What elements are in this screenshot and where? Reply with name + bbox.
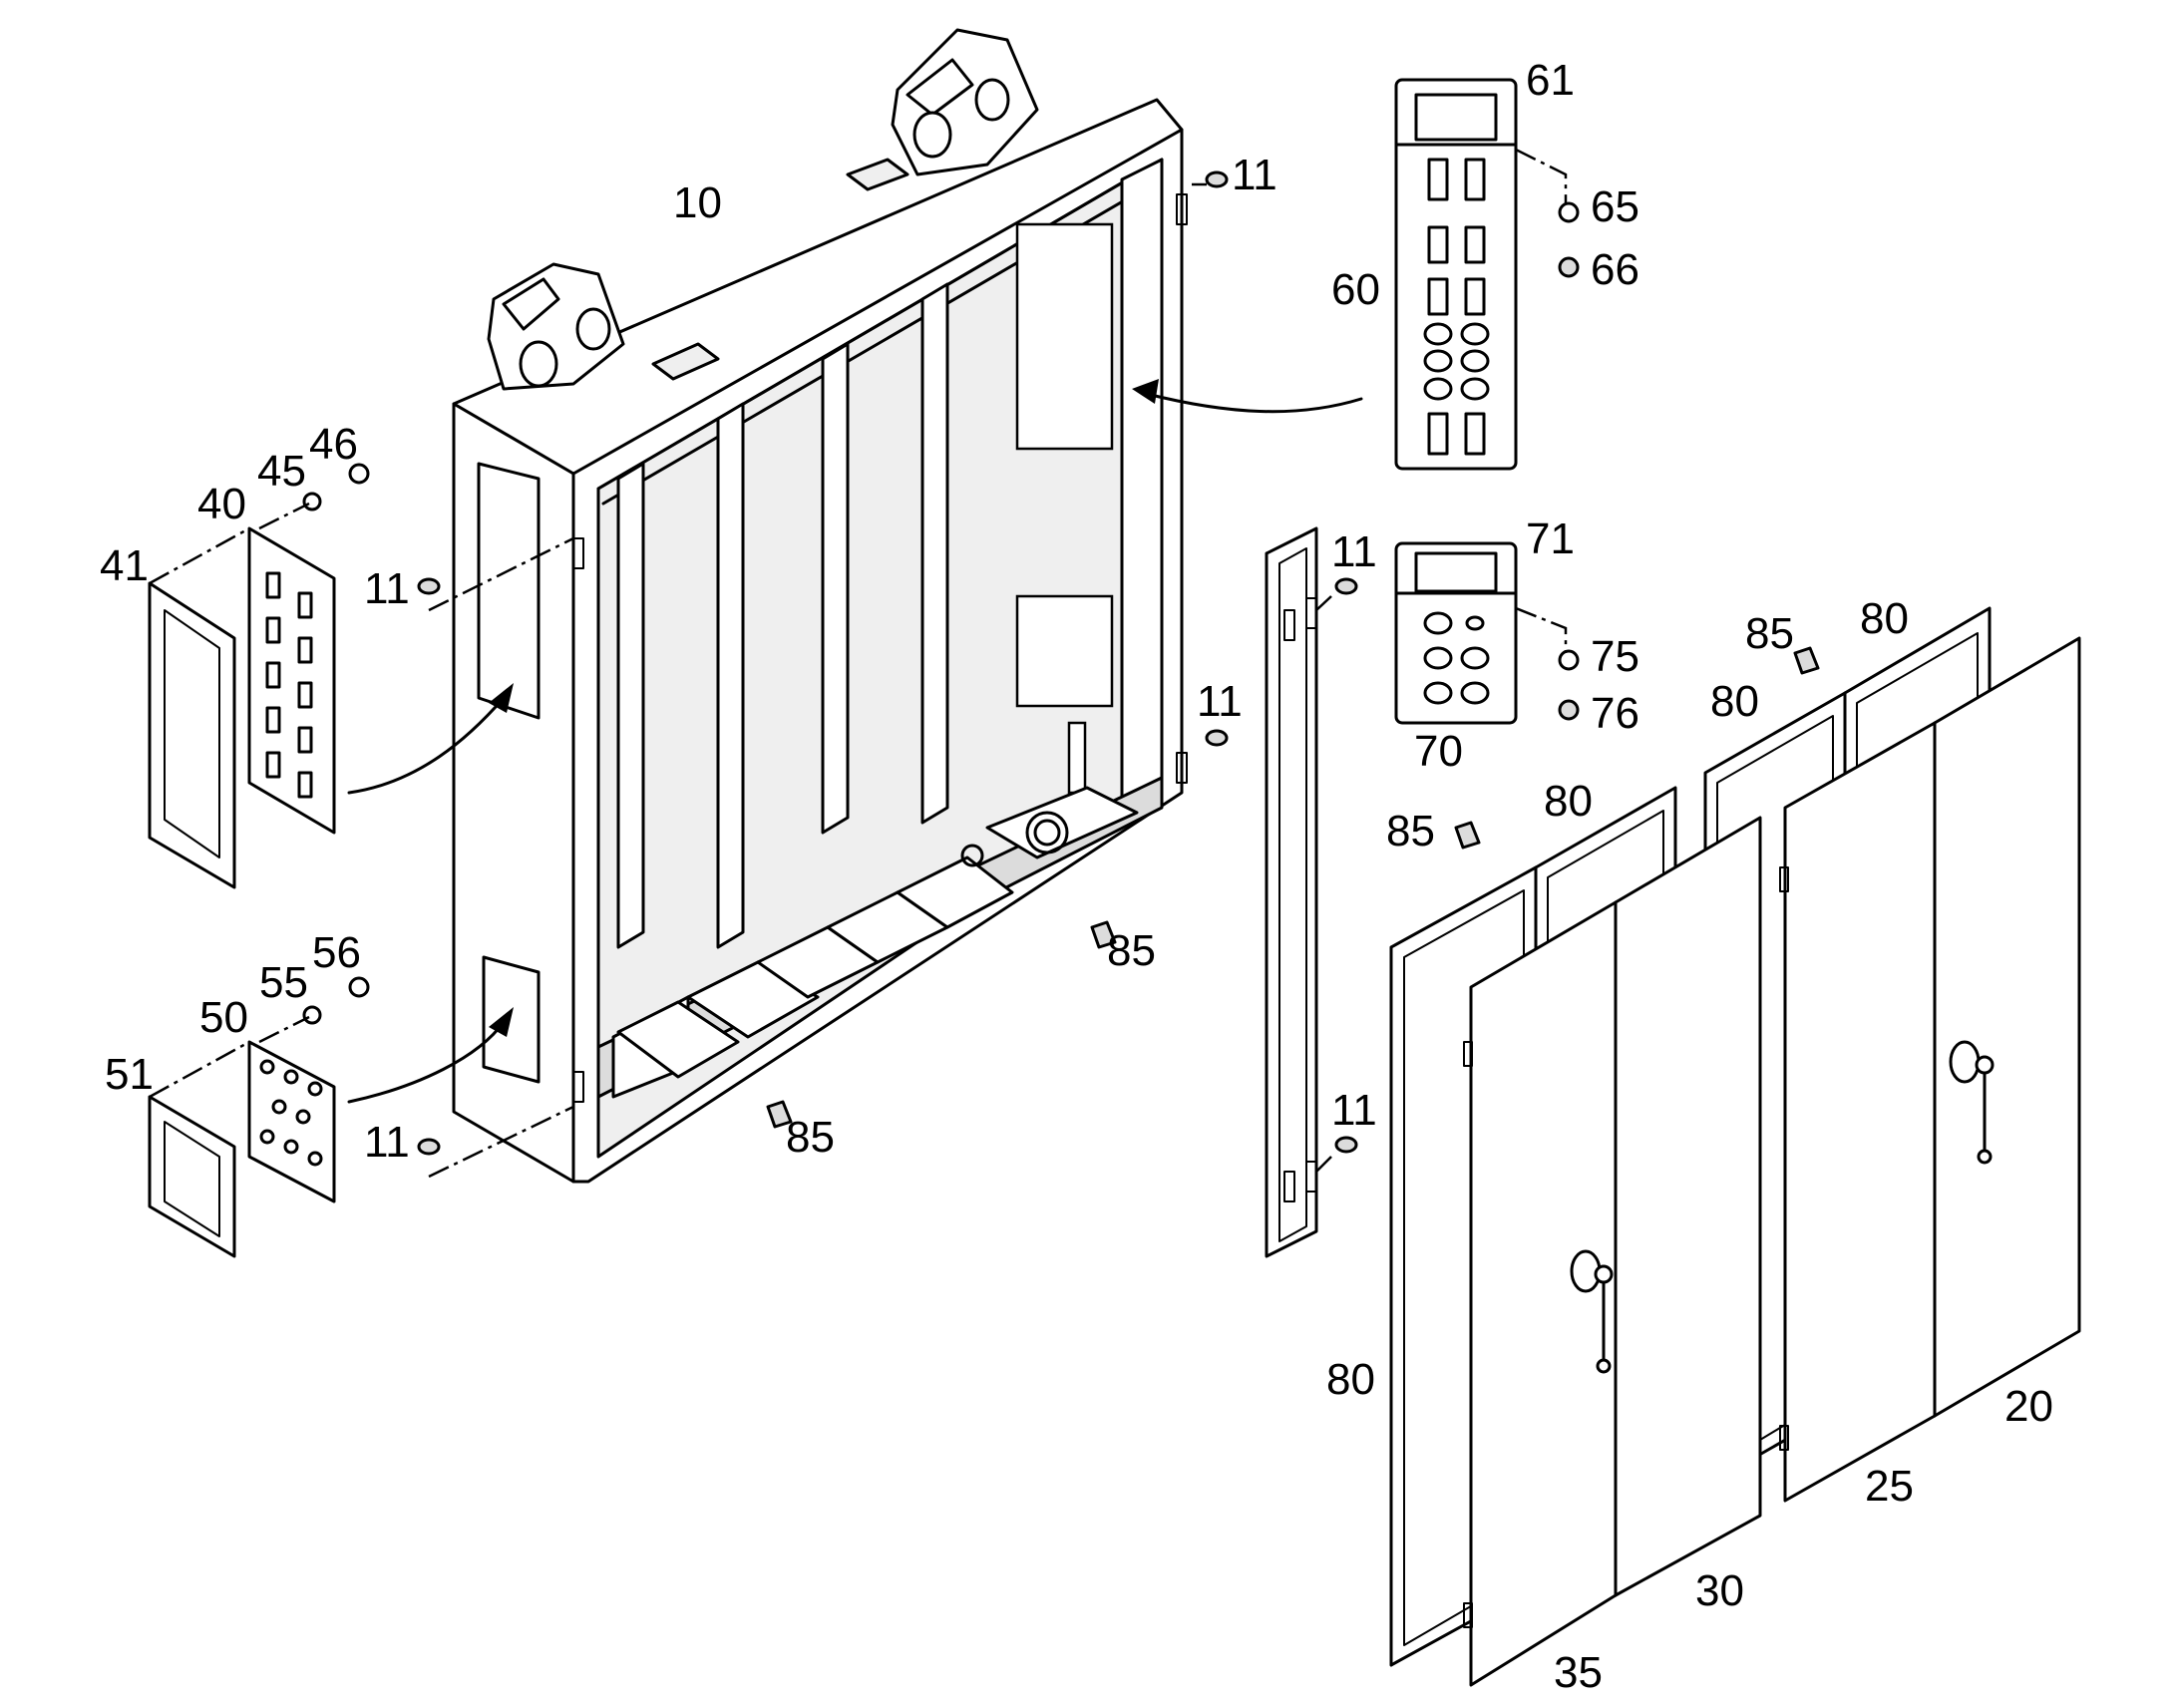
side-post	[1265, 526, 1318, 1258]
connector-panel-60	[1394, 78, 1518, 471]
clip-85	[766, 646, 1820, 1129]
callout-66: 66	[1591, 245, 1639, 294]
callout-11-post-top: 11	[1331, 527, 1377, 576]
callout-80-back-left: 80	[1710, 677, 1759, 726]
callout-65: 65	[1591, 182, 1639, 231]
callout-45: 45	[257, 447, 306, 496]
connector-panel-70	[1394, 541, 1518, 725]
callout-labels: 10 11 11 11 11 11 11 20 25 30 35 40 41 4…	[100, 56, 2053, 1697]
callout-71: 71	[1526, 514, 1575, 563]
callout-11-left-lower: 11	[364, 1118, 410, 1167]
callout-25: 25	[1865, 1462, 1914, 1511]
callout-35: 35	[1554, 1648, 1603, 1697]
callout-11-mid-right: 11	[1197, 677, 1243, 726]
cabinet-ribs	[616, 282, 949, 949]
callout-76: 76	[1591, 689, 1639, 738]
gland-plate-40	[247, 526, 336, 835]
callout-85-mid: 85	[1386, 807, 1435, 855]
door-pair-20-25	[1779, 636, 2081, 1503]
gland-plate-50	[247, 1040, 336, 1203]
callout-40: 40	[197, 480, 246, 528]
callout-60: 60	[1331, 265, 1380, 314]
door-pair-30-35	[1463, 816, 1762, 1687]
callout-50: 50	[199, 993, 248, 1042]
callout-85-cabinet-bottom: 85	[786, 1113, 835, 1162]
callout-20: 20	[2004, 1382, 2053, 1431]
callout-80-front-side: 80	[1326, 1355, 1375, 1404]
gland-frame-41	[148, 581, 236, 889]
callout-41: 41	[100, 541, 149, 590]
callout-11-top-right: 11	[1232, 151, 1277, 199]
lifting-eye-right	[891, 28, 1039, 176]
callout-30: 30	[1695, 1566, 1744, 1615]
cabinet-housing	[452, 28, 1188, 1184]
callout-61: 61	[1526, 56, 1575, 105]
callout-75: 75	[1591, 632, 1639, 681]
lifting-eye-left	[487, 262, 625, 391]
callout-11-left-upper: 11	[364, 564, 410, 613]
callout-56: 56	[312, 928, 361, 977]
callout-85-cabinet-right: 85	[1107, 926, 1156, 975]
cabinet-floor-trays	[596, 776, 1164, 1099]
assembly-arrows	[347, 379, 1363, 1104]
gland-frame-51	[148, 1095, 236, 1258]
callout-70: 70	[1414, 727, 1463, 776]
callout-80-front-top: 80	[1544, 777, 1593, 826]
callout-10: 10	[673, 178, 722, 227]
callout-85-upper-right: 85	[1745, 609, 1794, 658]
callout-46: 46	[309, 420, 358, 469]
callout-80-back-right: 80	[1860, 594, 1909, 643]
callout-11-post-bottom: 11	[1331, 1086, 1377, 1135]
callout-55: 55	[259, 958, 308, 1007]
callout-51: 51	[105, 1050, 154, 1099]
